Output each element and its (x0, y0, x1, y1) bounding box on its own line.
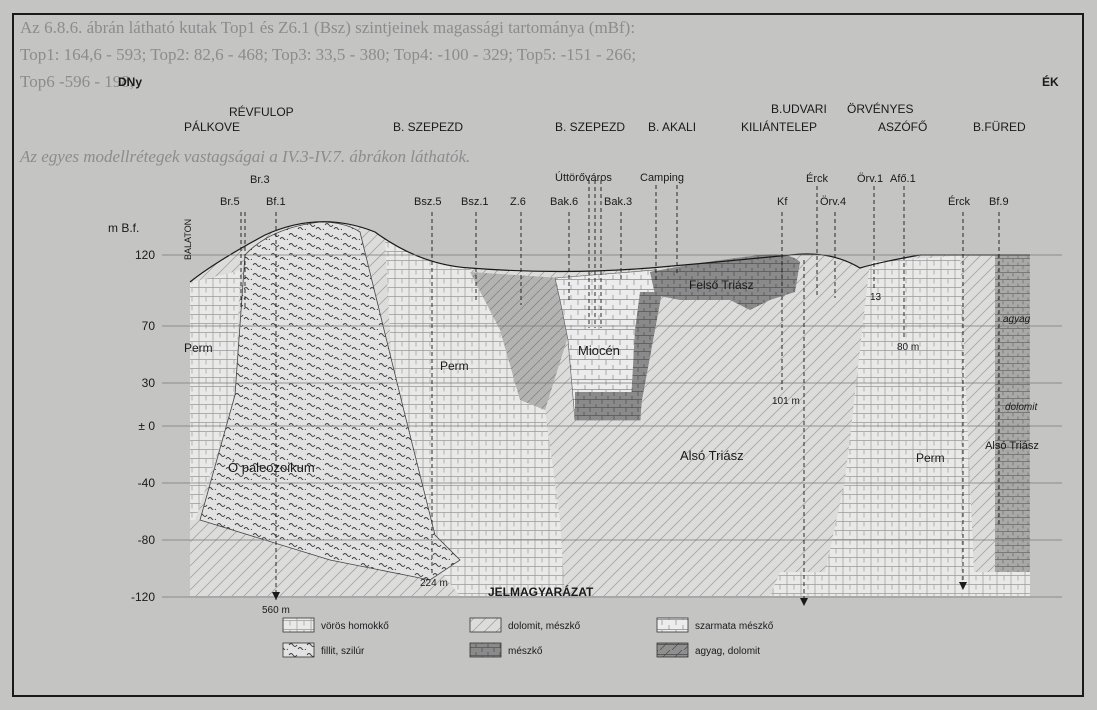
legend-label: fillit, szilúr (321, 646, 365, 657)
well-label: Bsz.1 (461, 196, 489, 208)
well-label: Érck (806, 172, 829, 185)
background-text: Az 6.8.6. ábrán látható kutak Top1 és Z6… (19, 18, 636, 166)
miocene-limestone-rim (630, 292, 662, 420)
bottom-step (770, 572, 1030, 596)
tick-label: ± 0 (138, 419, 155, 433)
tick-label: 70 (142, 319, 156, 333)
place-labels: RÉVFULOP PÁLKOVE B. SZEPEZD B. SZEPEZD B… (184, 101, 1026, 134)
place-label: KILIÁNTELEP (741, 119, 817, 134)
legend-label: vörös homokkő (321, 621, 389, 632)
legend-swatch-sandstone (282, 617, 315, 633)
formation-label: Perm (440, 359, 469, 373)
elevation-axis: m B.f. 120 70 30 ± 0 -40 -80 -120 (108, 221, 1062, 604)
well-label: Érck (948, 195, 971, 208)
legend-swatch-phyllite (282, 642, 315, 658)
legend-title: JELMAGYARÁZAT (488, 584, 594, 599)
place-label: B.UDVARI (771, 102, 827, 116)
lake-label: BALATON (183, 219, 193, 260)
place-label: RÉVFULOP (229, 104, 294, 119)
place-label: ÖRVÉNYES (847, 101, 913, 116)
place-label: ASZÓFŐ (878, 119, 927, 134)
legend-label: agyag, dolomit (695, 646, 760, 657)
perm-left (190, 270, 240, 520)
formation-label: Miocén (578, 343, 620, 358)
well-label: Örv.4 (820, 196, 846, 208)
well-label: Bak.6 (550, 196, 578, 208)
formation-label: Ó paleozoikum (228, 460, 315, 475)
place-label: PÁLKOVE (184, 119, 240, 134)
depth-note: 80 m (897, 342, 919, 353)
bf9-column (995, 255, 1030, 596)
well-label: Bf.1 (266, 196, 286, 208)
legend-swatch-limestone (469, 642, 502, 658)
tick-label: -40 (138, 476, 156, 490)
legend-label: dolomit, mészkő (508, 621, 581, 632)
legend: JELMAGYARÁZAT vörös homokkő dolomit, més… (282, 584, 774, 658)
depth-note: 101 m (772, 396, 800, 407)
background-line-4: Az egyes modellrétegek vastagságai a IV.… (19, 147, 470, 166)
well-lines (240, 180, 1000, 605)
legend-swatch-clay-dolomite (656, 642, 689, 658)
well-label: Bak.3 (604, 196, 632, 208)
axis-unit-label: m B.f. (108, 221, 139, 235)
tick-label: -120 (131, 590, 155, 604)
figure-frame (12, 13, 1084, 697)
background-line-1: Az 6.8.6. ábrán látható kutak Top1 és Z6… (20, 18, 635, 37)
well-label: Afő.1 (890, 173, 916, 185)
depth-notes: 560 m 224 m 101 m 80 m 13 agyag dolomit … (183, 219, 1038, 616)
place-label: B. SZEPEZD (393, 120, 463, 134)
tick-label: 30 (142, 376, 156, 390)
well-label: Br.3 (250, 174, 270, 186)
place-label: B. SZEPEZD (555, 120, 625, 134)
dolomite-dark (470, 272, 570, 410)
well-label: Bf.9 (989, 196, 1009, 208)
tick-label: 120 (135, 248, 155, 262)
depth-note: agyag (1003, 314, 1031, 325)
formation-label: Perm (184, 341, 213, 355)
depth-note: dolomit (1005, 402, 1038, 413)
well-label: Camping (640, 172, 684, 184)
legend-label: szarmata mészkő (695, 621, 774, 632)
background-line-2: Top1: 164,6 - 593; Top2: 82,6 - 468; Top… (20, 45, 636, 64)
legend-label: mészkő (508, 646, 543, 657)
depth-note: 560 m (262, 605, 290, 616)
direction-northeast: ÉK (1042, 74, 1059, 89)
depth-note: 13 (870, 292, 882, 303)
legend-swatch-sarmatian-limestone (656, 617, 689, 633)
well-label: Úttörőváros (555, 171, 612, 184)
perm-right (820, 255, 975, 596)
upper-triassic-limestone (650, 254, 800, 310)
perm-middle (385, 240, 565, 596)
well-label: Örv.1 (857, 173, 883, 185)
ground-surface (189, 221, 1030, 283)
miocene-base-limestone (575, 392, 640, 420)
tick-label: -80 (138, 533, 156, 547)
formation-label: Felső Triász (689, 278, 754, 292)
formation-labels: Perm Perm Perm Ó paleozoikum Miocén Fels… (184, 278, 1039, 475)
formation-label: Alsó Triász (985, 440, 1039, 452)
place-label: B. AKALI (648, 120, 696, 134)
direction-southwest: DNy (118, 75, 142, 89)
well-labels: Br.3 Br.5 Bf.1 Bsz.5 Bsz.1 Z.6 Bak.6 Útt… (220, 171, 1009, 208)
place-label: B.FÜRED (973, 120, 1026, 134)
formation-label: Perm (916, 451, 945, 465)
formation-label: Alsó Triász (680, 448, 744, 463)
depth-note: 224 m (420, 578, 448, 589)
well-label: Z.6 (510, 196, 526, 208)
legend-swatch-dolomite (469, 617, 502, 633)
cross-section (189, 221, 1030, 596)
well-label: Bsz.5 (414, 196, 442, 208)
well-label: Kf (777, 196, 788, 208)
background-line-3: Top6 -596 - 198, (20, 72, 134, 91)
well-label: Br.5 (220, 196, 240, 208)
